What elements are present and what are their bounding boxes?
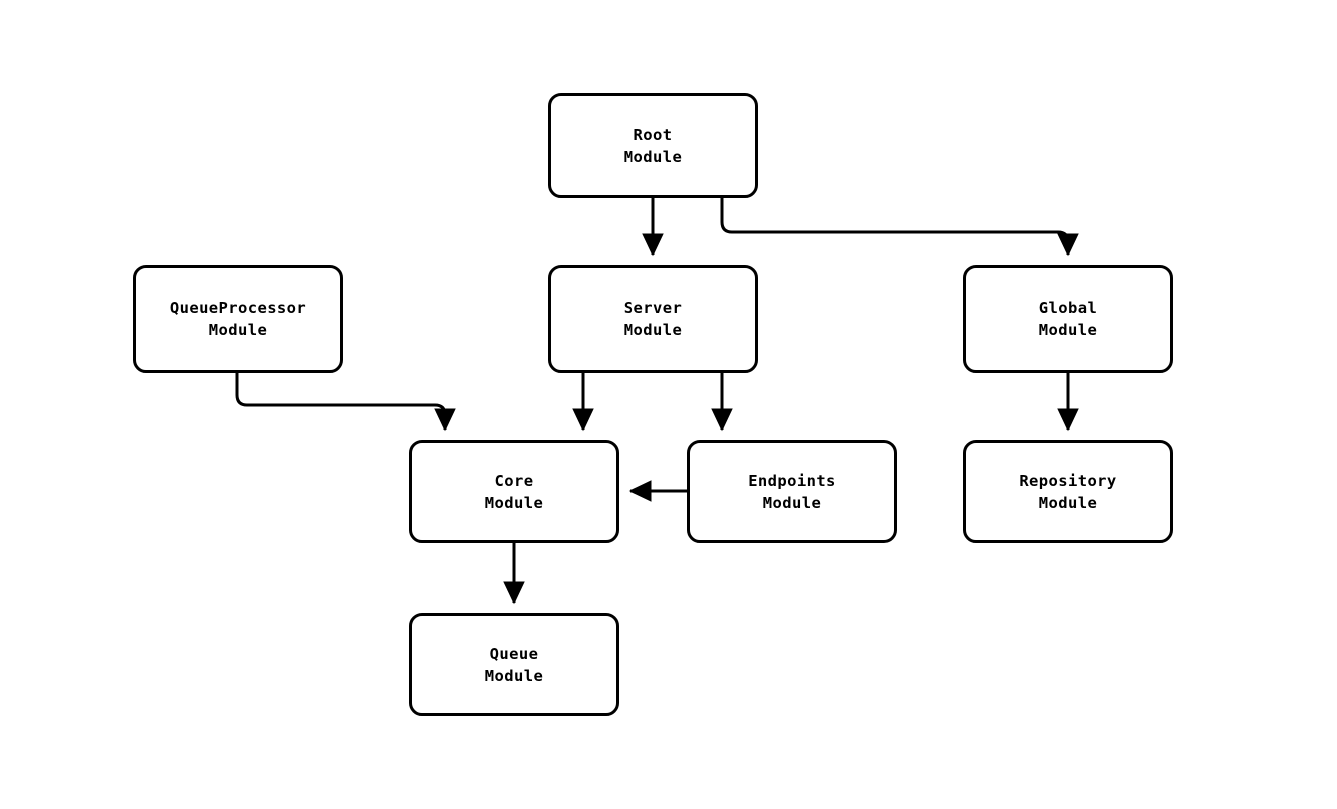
node-core-module[interactable]: Core Module — [409, 440, 619, 543]
node-queueprocessor-module[interactable]: QueueProcessor Module — [133, 265, 343, 373]
node-core-module-name: Core — [494, 471, 534, 490]
edge-queueprocessor-to-core — [235, 373, 456, 432]
node-endpoints-module-suffix: Module — [762, 493, 822, 512]
node-repository-module-suffix: Module — [1038, 493, 1098, 512]
node-queue-module-suffix: Module — [484, 666, 544, 685]
node-core-module-suffix: Module — [484, 493, 544, 512]
node-server-module-name: Server — [623, 299, 683, 317]
node-global-module-name: Global — [1038, 299, 1098, 317]
node-global-module-suffix: Module — [1038, 321, 1098, 339]
node-global-module[interactable]: Global Module — [963, 265, 1173, 373]
node-queueprocessor-module-suffix: Module — [208, 321, 268, 339]
node-repository-module-name: Repository — [1019, 471, 1117, 490]
node-queue-module-name: Queue — [489, 644, 539, 663]
node-root-module-name: Root — [633, 125, 673, 144]
node-root-module[interactable]: Root Module — [548, 93, 758, 198]
node-queueprocessor-module-name: QueueProcessor — [169, 299, 307, 317]
node-server-module[interactable]: Server Module — [548, 265, 758, 373]
node-endpoints-module-name: Endpoints — [748, 471, 836, 490]
node-server-module-suffix: Module — [623, 321, 683, 339]
edge-root-to-global — [720, 198, 1079, 257]
node-root-module-suffix: Module — [623, 147, 683, 166]
node-endpoints-module[interactable]: Endpoints Module — [687, 440, 897, 543]
node-repository-module[interactable]: Repository Module — [963, 440, 1173, 543]
node-queue-module[interactable]: Queue Module — [409, 613, 619, 716]
